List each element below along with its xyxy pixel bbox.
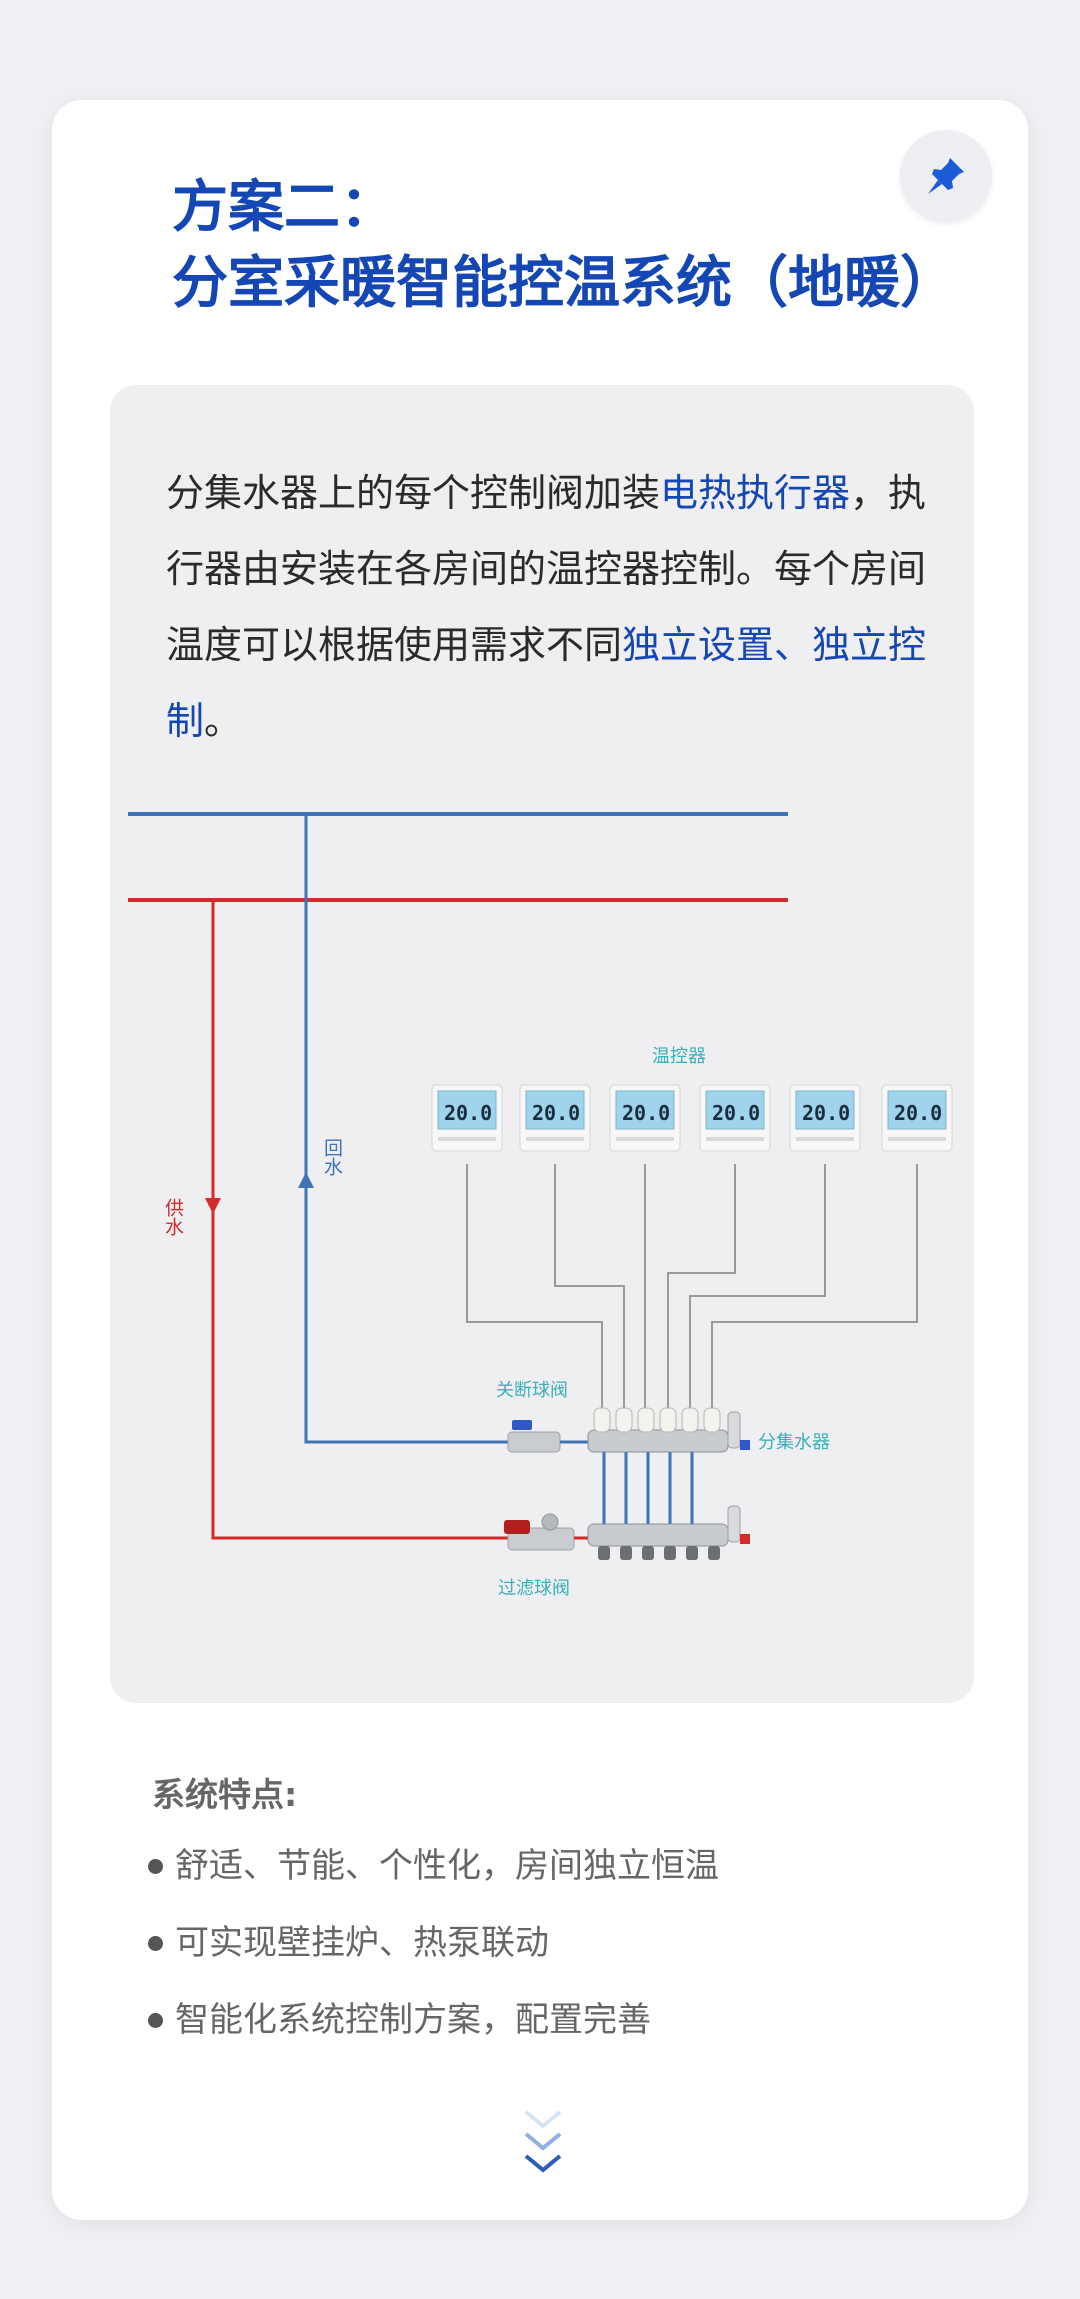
thermostat-3-display: 20.0 xyxy=(622,1101,670,1125)
diagram-panel xyxy=(110,385,974,1703)
page-title: 方案二： 分室采暖智能控温系统（地暖） xyxy=(172,170,956,322)
features-list: 舒适、节能、个性化，房间独立恒温 可实现壁挂炉、热泵联动 智能化系统控制方案，配… xyxy=(148,1828,719,2059)
thermostat-label: 温控器 xyxy=(652,1046,706,1067)
supply-pipe xyxy=(211,900,508,1540)
feature-text: 可实现壁挂炉、热泵联动 xyxy=(175,1923,549,1963)
bullet-icon xyxy=(148,1859,163,1874)
heating-system-diagram: 回水 供水 温控器 20.0 20.0 20.0 20.0 20.0 20.0 xyxy=(128,812,953,1599)
feature-item: 舒适、节能、个性化，房间独立恒温 xyxy=(148,1828,719,1905)
shutoff-valve xyxy=(507,1420,588,1453)
thermostat-4-display: 20.0 xyxy=(712,1101,760,1125)
feature-item: 可实现壁挂炉、热泵联动 xyxy=(148,1905,719,1982)
return-pipe xyxy=(304,814,508,1444)
pin-button[interactable] xyxy=(900,130,992,222)
desc-text-1: 分集水器上的每个控制阀加装 xyxy=(166,471,661,515)
thermostat-6: 20.0 xyxy=(881,1084,953,1152)
desc-highlight-independent: 独立设置、独立控制 xyxy=(166,623,927,743)
thermostat-4: 20.0 xyxy=(699,1084,771,1152)
bullet-icon xyxy=(148,1936,163,1951)
thermostat-6-display: 20.0 xyxy=(894,1101,942,1125)
feature-text: 智能化系统控制方案，配置完善 xyxy=(175,2000,651,2040)
supply-water-label: 供水 xyxy=(162,1198,184,1236)
shutoff-valve-label: 关断球阀 xyxy=(496,1380,568,1401)
thermostat-2: 20.0 xyxy=(519,1084,591,1152)
desc-text-2: ，执行器由安装在各房间的温控器控制。每个房间温度可以根据使用需求不同 xyxy=(166,471,927,667)
filter-valve-label: 过滤球阀 xyxy=(498,1578,570,1599)
supply-arrow xyxy=(205,1198,221,1214)
thermostat-5-display: 20.0 xyxy=(802,1101,850,1125)
thermostat-2-display: 20.0 xyxy=(532,1101,580,1125)
chevron-down-icon[interactable] xyxy=(520,2102,566,2182)
manifold xyxy=(587,1407,750,1560)
description: 分集水器上的每个控制阀加装电热执行器，执行器由安装在各房间的温控器控制。每个房间… xyxy=(166,455,936,759)
bullet-icon xyxy=(148,2013,163,2028)
features-title: 系统特点: xyxy=(152,1775,298,1814)
feature-text: 舒适、节能、个性化，房间独立恒温 xyxy=(175,1846,719,1886)
return-water-label: 回水 xyxy=(321,1138,343,1176)
desc-text-3: 。 xyxy=(204,699,243,743)
pin-icon xyxy=(928,158,964,194)
filter-valve xyxy=(504,1513,588,1551)
thermostat-1: 20.0 xyxy=(431,1084,503,1152)
return-arrow xyxy=(298,1172,314,1188)
thermostat-5: 20.0 xyxy=(789,1084,861,1152)
feature-item: 智能化系统控制方案，配置完善 xyxy=(148,1982,719,2059)
title-line-1: 方案二： xyxy=(172,175,396,240)
thermostat-3: 20.0 xyxy=(609,1084,681,1152)
manifold-label: 分集水器 xyxy=(758,1432,830,1453)
thermostat-1-display: 20.0 xyxy=(444,1101,492,1125)
title-line-2: 分室采暖智能控温系统（地暖） xyxy=(172,251,956,316)
control-wires xyxy=(466,1164,918,1410)
desc-highlight-actuator: 电热执行器 xyxy=(660,471,851,515)
